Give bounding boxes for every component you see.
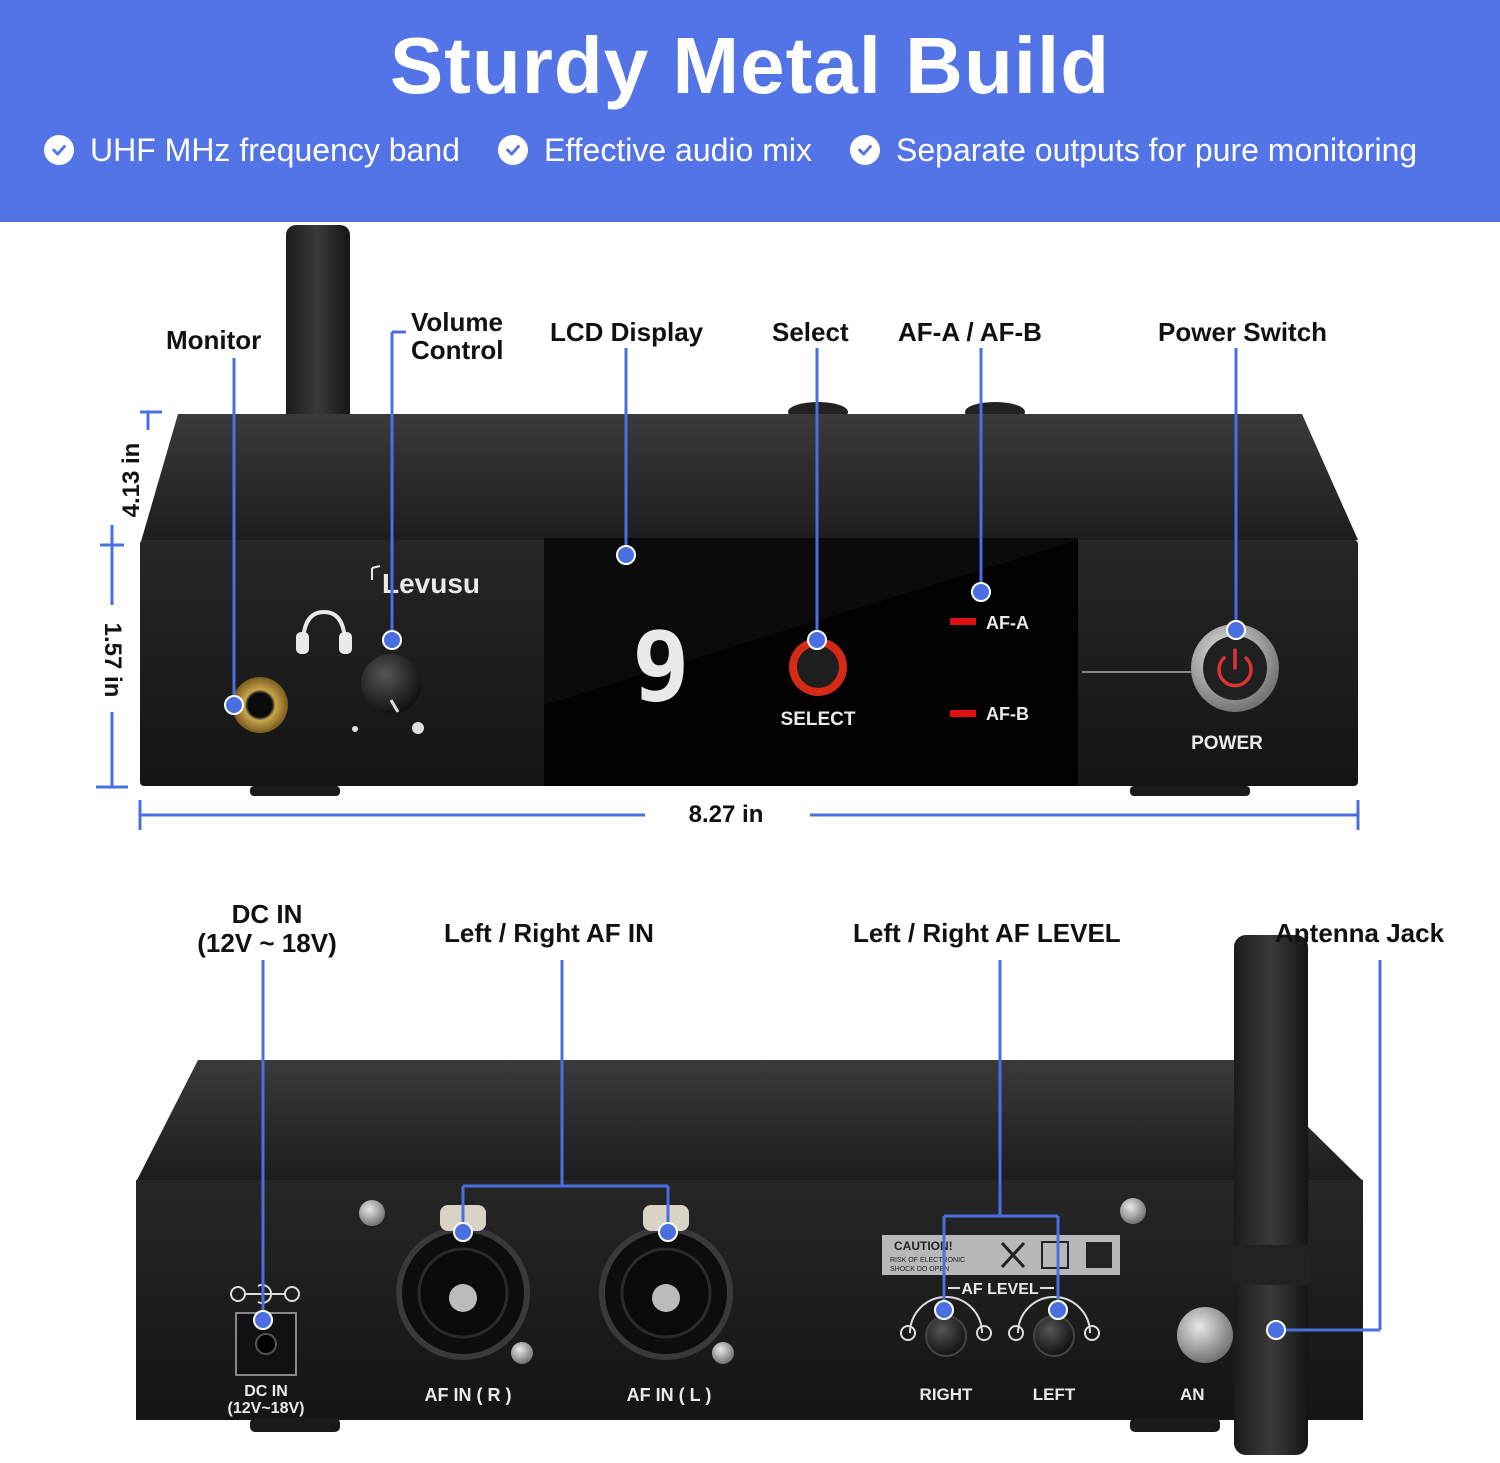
feature-text: UHF MHz frequency band (90, 131, 460, 168)
callout-volume-line-2: Control (411, 335, 504, 365)
feature-text: Separate outputs for pure monitoring (896, 131, 1418, 168)
dimension-lines (96, 410, 1360, 830)
front-antenna (286, 225, 350, 425)
callout-af-in: Left / Right AF IN (444, 918, 654, 948)
callout-dc-in-line-1: DC IN (231, 899, 303, 929)
callout-dots (224, 545, 1286, 1340)
af-in-r-label: AF IN ( R ) (425, 1385, 512, 1405)
af-b-label: AF-B (986, 704, 1029, 724)
headphones-icon (296, 609, 352, 654)
callout-power-switch: Power Switch (1158, 317, 1328, 347)
caution-sticker (882, 1235, 1120, 1275)
feature-item: Effective audio mix (498, 128, 812, 172)
lcd-digit: 9 (632, 611, 690, 723)
af-in-r-jack[interactable] (396, 1205, 530, 1360)
af-in-l-label: AF IN ( L ) (627, 1385, 712, 1405)
feature-item: Separate outputs for pure monitoring (850, 128, 1417, 172)
brand-logo: Levusu (382, 568, 480, 599)
callout-select: Select (772, 317, 849, 347)
screw-icon (1120, 1198, 1146, 1224)
feature-item: UHF MHz frequency band (44, 128, 460, 172)
checkmark-icon (850, 135, 880, 165)
screw-icon (359, 1200, 385, 1226)
dc-in-label: DC IN (244, 1383, 288, 1400)
header-banner: Sturdy Metal Build UHF MHz frequency ban… (0, 0, 1500, 222)
dimension-depth: 4.13 in (118, 442, 145, 518)
af-a-led (950, 618, 976, 625)
screw-icon (511, 1342, 533, 1364)
select-label: SELECT (781, 709, 856, 730)
screw-icon (712, 1342, 734, 1364)
callout-af-level: Left / Right AF LEVEL (853, 918, 1121, 948)
checkmark-icon (44, 135, 74, 165)
volume-knob[interactable] (361, 654, 421, 714)
feature-text: Effective audio mix (544, 131, 812, 168)
no-disassembly-icon (1041, 1241, 1069, 1269)
callout-lcd-display: LCD Display (550, 317, 704, 347)
callout-volume-line-1: Volume (411, 307, 503, 337)
dimension-width: 8.27 in (688, 801, 764, 828)
caution-line-2: SHOCK DO OPEN (890, 1266, 949, 1273)
music-note-icon (371, 565, 381, 580)
front-unit: Levusu 9 SELECT AF-A AF-B (140, 225, 1358, 796)
af-a-label: AF-A (986, 613, 1029, 633)
rear-panel (136, 1180, 1363, 1420)
af-in-l-jack[interactable] (599, 1205, 733, 1360)
left-label: LEFT (1033, 1385, 1076, 1404)
minus-icon (900, 1325, 916, 1341)
antenna-label-partial: AN (1180, 1385, 1205, 1404)
af-b-led (950, 710, 976, 717)
callout-dc-in-line-2: (12V ~ 18V) (197, 928, 337, 958)
right-label: RIGHT (920, 1385, 974, 1404)
callout-af-a-af-b: AF-A / AF-B (898, 317, 1042, 347)
dc-in-voltage-label: (12V~18V) (228, 1400, 305, 1417)
power-icon (1217, 648, 1253, 688)
banner-title: Sturdy Metal Build (389, 21, 1111, 110)
warning-icon (1086, 1242, 1112, 1268)
minus-icon (1008, 1325, 1024, 1341)
power-label: POWER (1191, 733, 1263, 754)
caution-title: CAUTION! (894, 1239, 953, 1253)
antenna-jack[interactable] (1177, 1307, 1233, 1363)
dimension-height: 1.57 in (99, 622, 126, 698)
checkmark-icon (498, 135, 528, 165)
af-level-title: AF LEVEL (961, 1281, 1039, 1298)
rear-antenna (1234, 935, 1308, 1455)
rear-unit: DC IN (12V~18V) AF IN ( R ) AF IN ( L ) … (136, 935, 1363, 1455)
right-level-knob[interactable] (925, 1315, 967, 1357)
left-level-knob[interactable] (1033, 1315, 1075, 1357)
callout-monitor: Monitor (166, 325, 262, 355)
plus-icon (1084, 1325, 1100, 1341)
tools-icon (1000, 1241, 1026, 1269)
caution-line-1: RISK OF ELECTRONIC (890, 1257, 965, 1264)
plus-icon (976, 1325, 992, 1341)
callout-antenna-jack: Antenna Jack (1275, 918, 1445, 948)
